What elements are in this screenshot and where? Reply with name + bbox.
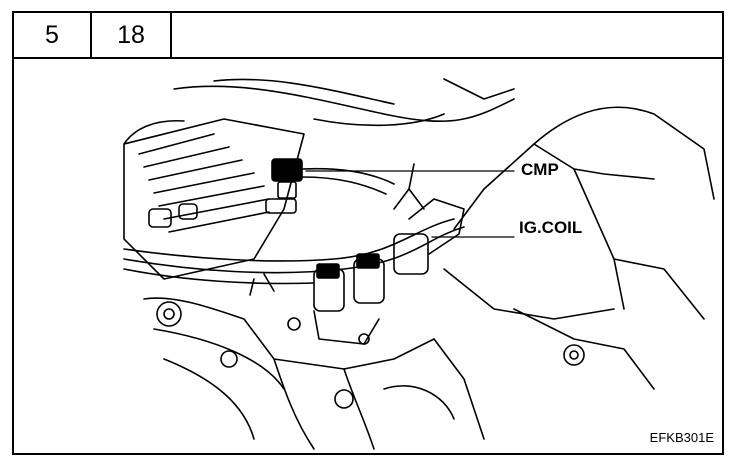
ig-coil-label: IG.COIL bbox=[519, 218, 583, 237]
cmp-label: CMP bbox=[521, 160, 559, 179]
intake-box bbox=[123, 118, 305, 280]
upper-hoses bbox=[123, 78, 515, 145]
section-number: 5 bbox=[14, 13, 92, 57]
figure-code: EFKB301E bbox=[649, 430, 714, 445]
cmp-sensor bbox=[265, 158, 395, 214]
engine-illustration bbox=[123, 78, 715, 450]
ignition-coils bbox=[313, 198, 465, 345]
page-number: 18 bbox=[92, 13, 172, 57]
header-bar: 5 18 bbox=[14, 13, 722, 59]
right-housing bbox=[443, 106, 715, 390]
figure-frame: 5 18 bbox=[12, 11, 724, 455]
lower-engine bbox=[143, 297, 485, 450]
leader-lines bbox=[305, 170, 515, 238]
wiring-harness bbox=[123, 163, 465, 296]
